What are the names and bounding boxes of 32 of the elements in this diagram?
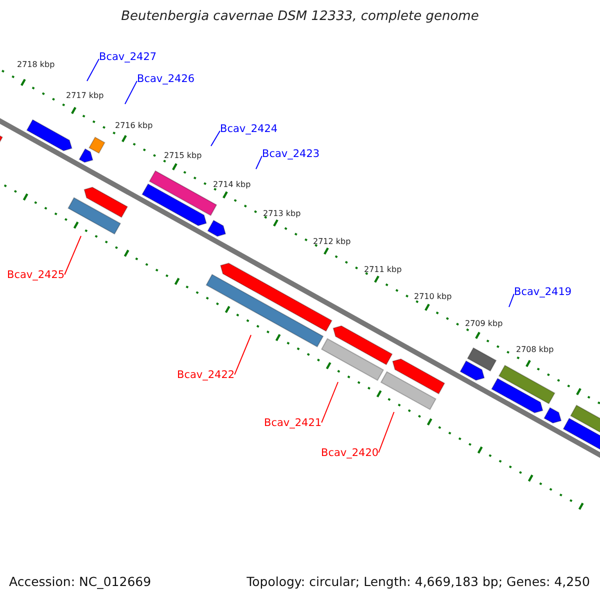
gene-label: Bcav_2420 [321, 448, 379, 460]
scale-label: 2716 kbp [115, 122, 153, 131]
scale-label: 2711 kbp [364, 266, 402, 275]
gene-label: Bcav_2424 [220, 124, 278, 136]
title: Beutenbergia cavernae DSM 12333, complete genome [120, 10, 480, 24]
leader-line [378, 412, 394, 454]
gene-label: Bcav_2419 [514, 287, 572, 299]
scale-label: 2713 kbp [263, 210, 301, 219]
gene-label: Bcav_2425 [7, 270, 65, 282]
scale-label: 2717 kbp [66, 92, 104, 101]
scale-label: 2708 kbp [516, 346, 554, 355]
leader-line [508, 293, 514, 308]
gene-label: Bcav_2426 [137, 74, 195, 86]
scale-label: 2709 kbp [465, 320, 503, 329]
scale-label: 2718 kbp [17, 61, 55, 70]
leader-line [210, 130, 220, 146]
scale-label: 2715 kbp [164, 152, 202, 161]
scale-label: 2710 kbp [414, 293, 452, 302]
genome-info-text: Topology: circular; Length: 4,669,183 bp; Genes: 4,250 [246, 575, 590, 589]
gene-label: Bcav_2427 [99, 52, 157, 64]
gene-label: Bcav_2422 [177, 370, 235, 382]
leader-line [86, 58, 100, 82]
leader-line [256, 155, 262, 170]
scale-label: 2712 kbp [313, 238, 351, 247]
gene-label: Bcav_2423 [262, 149, 320, 161]
leader-line [124, 80, 138, 104]
leader-line [64, 236, 82, 276]
scale-label: 2714 kbp [213, 181, 251, 190]
leader-line [234, 334, 252, 376]
leader-line [321, 382, 338, 424]
gene-label: Bcav_2421 [264, 418, 322, 430]
accession-text: Accession: NC_012669 [9, 575, 152, 589]
